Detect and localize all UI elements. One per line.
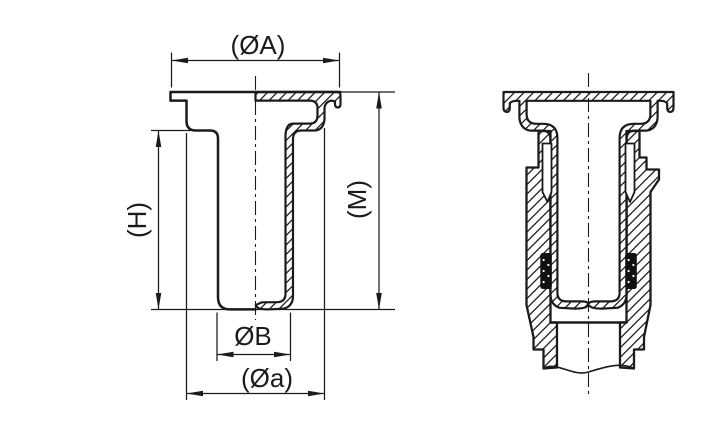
dim-label-body-diameter: (Øa): [241, 363, 293, 393]
technical-drawing: (ØA) (H) (M) ØB: [40, 16, 722, 416]
cap-section-installed: [502, 90, 675, 310]
seal-texture-dot: [627, 280, 630, 284]
dimension-flange-diameter: (ØA): [170, 30, 341, 88]
arrowhead-top: [155, 130, 162, 147]
seal-texture-dot: [542, 280, 545, 284]
seal-texture-dot: [542, 269, 545, 273]
arrowhead-left: [217, 351, 234, 358]
arrowhead-bottom: [155, 293, 162, 310]
dim-label-height: (H): [122, 202, 152, 238]
cap-section-band: [254, 90, 342, 311]
dimension-inner-diameter: ØB: [216, 312, 292, 361]
seal-texture-dot: [632, 274, 635, 278]
arrowhead-right: [308, 390, 325, 397]
arrowhead-right: [274, 351, 291, 358]
dimension-height: (H): [122, 130, 162, 310]
left-view-cap-half-section: (ØA) (H) (M) ØB: [122, 30, 395, 400]
arrowhead-left: [171, 57, 188, 64]
seal-texture-dot: [627, 269, 630, 273]
seal-body: [625, 253, 637, 289]
dim-label-inner-diameter: ØB: [234, 321, 272, 351]
dimension-mounted-height: (M): [342, 92, 382, 310]
seal-texture-dot: [547, 263, 550, 267]
seal-body: [540, 253, 552, 289]
arrowhead-left: [186, 390, 203, 397]
housing-groove-left: [541, 142, 553, 203]
arrowhead-bottom: [376, 293, 382, 310]
dimension-body-diameter: (Øa): [185, 128, 326, 400]
dim-label-mounted-height: (M): [342, 180, 372, 219]
seal-right: [625, 253, 637, 289]
right-view-installed-section: [502, 73, 675, 394]
seal-texture-dot: [547, 274, 550, 278]
seal-left: [540, 253, 552, 289]
arrowhead-top: [376, 92, 382, 109]
seal-texture-dot: [632, 263, 635, 267]
dim-label-flange-diameter: (ØA): [231, 30, 286, 60]
arrowhead-right: [323, 57, 340, 64]
drawing-canvas: (ØA) (H) (M) ØB: [122, 30, 675, 400]
seal-texture-dot: [627, 258, 630, 262]
break-line: [542, 364, 635, 374]
seal-texture-dot: [542, 258, 545, 262]
housing-groove-right: [624, 142, 636, 203]
